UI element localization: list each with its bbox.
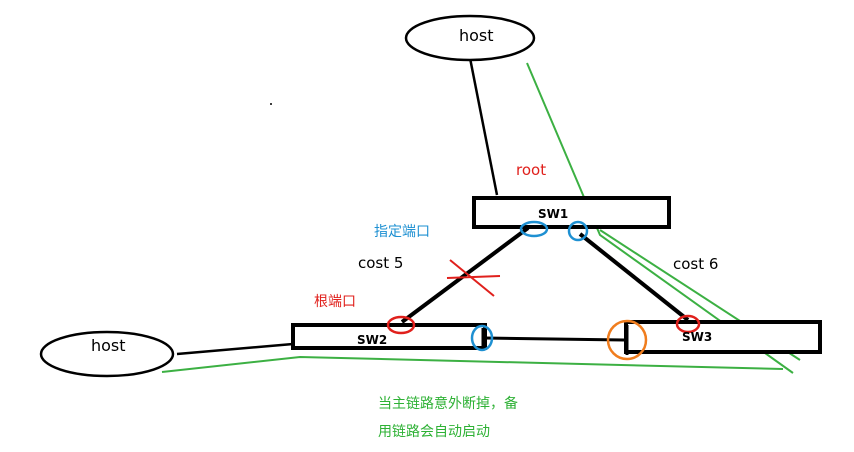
switch-sw3-label: SW3 <box>682 330 712 344</box>
stray-dot <box>270 103 272 105</box>
root-bridge-label: root <box>516 161 546 179</box>
link-host-left-sw2 <box>176 342 294 356</box>
root-port-marker <box>675 314 701 334</box>
root-port-marker <box>386 315 416 335</box>
host-top-ellipse <box>404 14 536 62</box>
switch-sw1-box <box>472 196 671 229</box>
host-top-label: host <box>459 26 494 45</box>
link-failure-mark <box>446 275 501 279</box>
link-sw1-sw2 <box>400 226 530 324</box>
link-sw2-sw3 <box>484 336 625 342</box>
switch-sw1-label: SW1 <box>538 207 568 221</box>
switch-sw2-label: SW2 <box>357 333 387 347</box>
note-line-1: 当主链路意外断掉，备 <box>378 395 518 412</box>
link-sw1-sw3 <box>578 232 690 322</box>
blocked-port-marker <box>606 319 648 361</box>
root-port-label: 根端口 <box>314 294 356 310</box>
designated-port-marker <box>567 220 589 242</box>
cost-right-label: cost 6 <box>673 255 718 273</box>
link-host-top-sw1 <box>468 57 499 196</box>
cost-left-label: cost 5 <box>358 254 403 272</box>
switch-sw3-box <box>624 320 822 354</box>
designated-port-marker <box>519 220 549 238</box>
designated-port-label: 指定端口 <box>374 224 430 240</box>
backup-path-line <box>161 355 784 373</box>
designated-port-marker <box>470 324 494 352</box>
host-left-label: host <box>91 336 126 355</box>
host-left-ellipse <box>39 330 175 378</box>
note-line-2: 用链路会自动启动 <box>378 424 490 440</box>
